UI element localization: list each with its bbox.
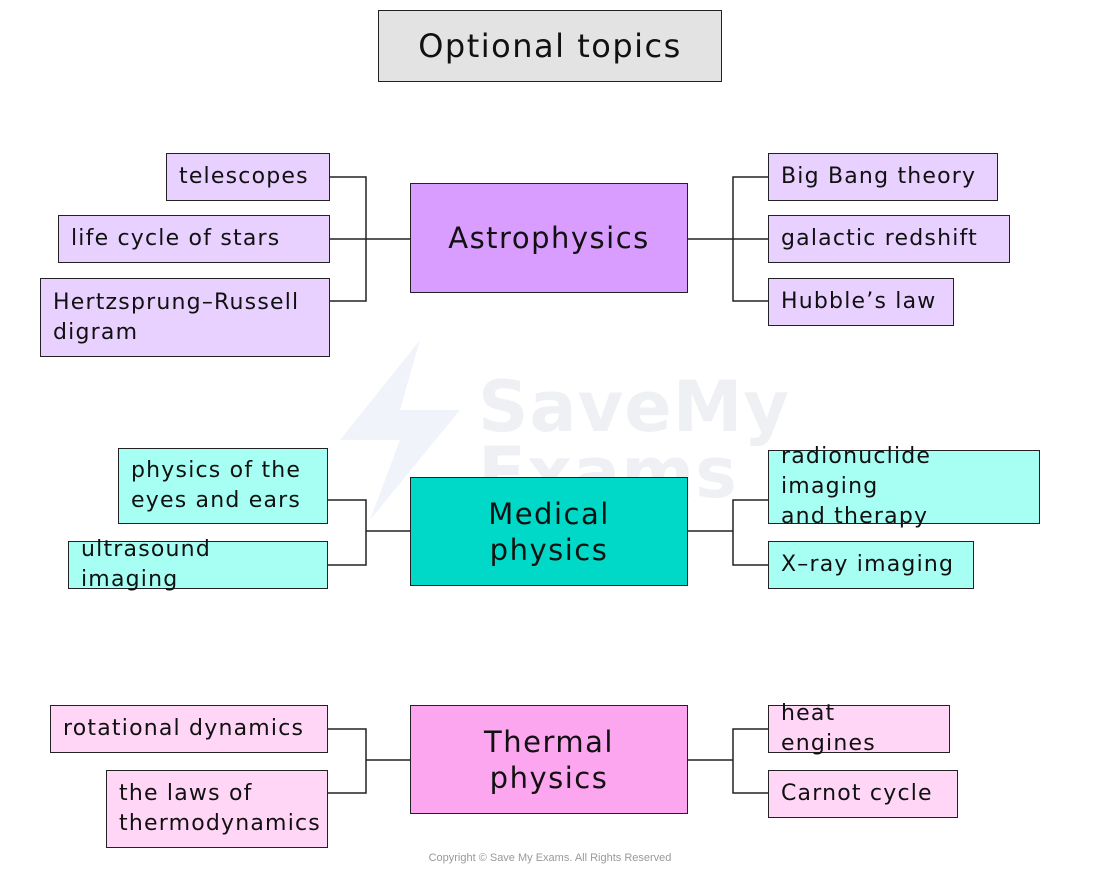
connector-line (328, 728, 410, 794)
medical-leaf-eyes-ears: physics of the eyes and ears (118, 448, 328, 524)
astro-leaf-life-cycle: life cycle of stars (58, 215, 330, 263)
astro-leaf-hubble: Hubble’s law (768, 278, 954, 326)
watermark-text-line1: SaveMy (478, 366, 791, 448)
thermal-physics-node: Thermal physics (410, 705, 688, 814)
thermal-leaf-rotational: rotational dynamics (50, 705, 328, 753)
medical-leaf-xray: X–ray imaging (768, 541, 974, 589)
connector-line (688, 728, 768, 794)
astrophysics-node: Astrophysics (410, 183, 688, 293)
medical-leaf-ultrasound: ultrasound imaging (68, 537, 328, 592)
connector-line (688, 176, 768, 302)
connector-line (330, 176, 410, 302)
astro-leaf-redshift: galactic redshift (768, 215, 1010, 263)
thermal-leaf-carnot: Carnot cycle (768, 770, 958, 818)
astro-leaf-big-bang: Big Bang theory (768, 153, 998, 201)
medical-physics-node: Medical physics (410, 477, 688, 586)
copyright-text: Copyright © Save My Exams. All Rights Re… (428, 852, 672, 864)
thermal-leaf-heat-engines: heat engines (768, 701, 950, 756)
connector-line (688, 499, 768, 566)
connector-line (328, 499, 410, 566)
medical-leaf-radionuclide: radionuclide imaging and therapy (768, 444, 1040, 529)
watermark-logo-icon (340, 340, 460, 520)
astro-leaf-hr-diagram: Hertzsprung–Russell digram (40, 278, 330, 357)
diagram-title: Optional topics (378, 10, 722, 82)
astro-leaf-telescopes: telescopes (166, 153, 330, 201)
thermal-leaf-laws: the laws of thermodynamics (106, 770, 328, 848)
